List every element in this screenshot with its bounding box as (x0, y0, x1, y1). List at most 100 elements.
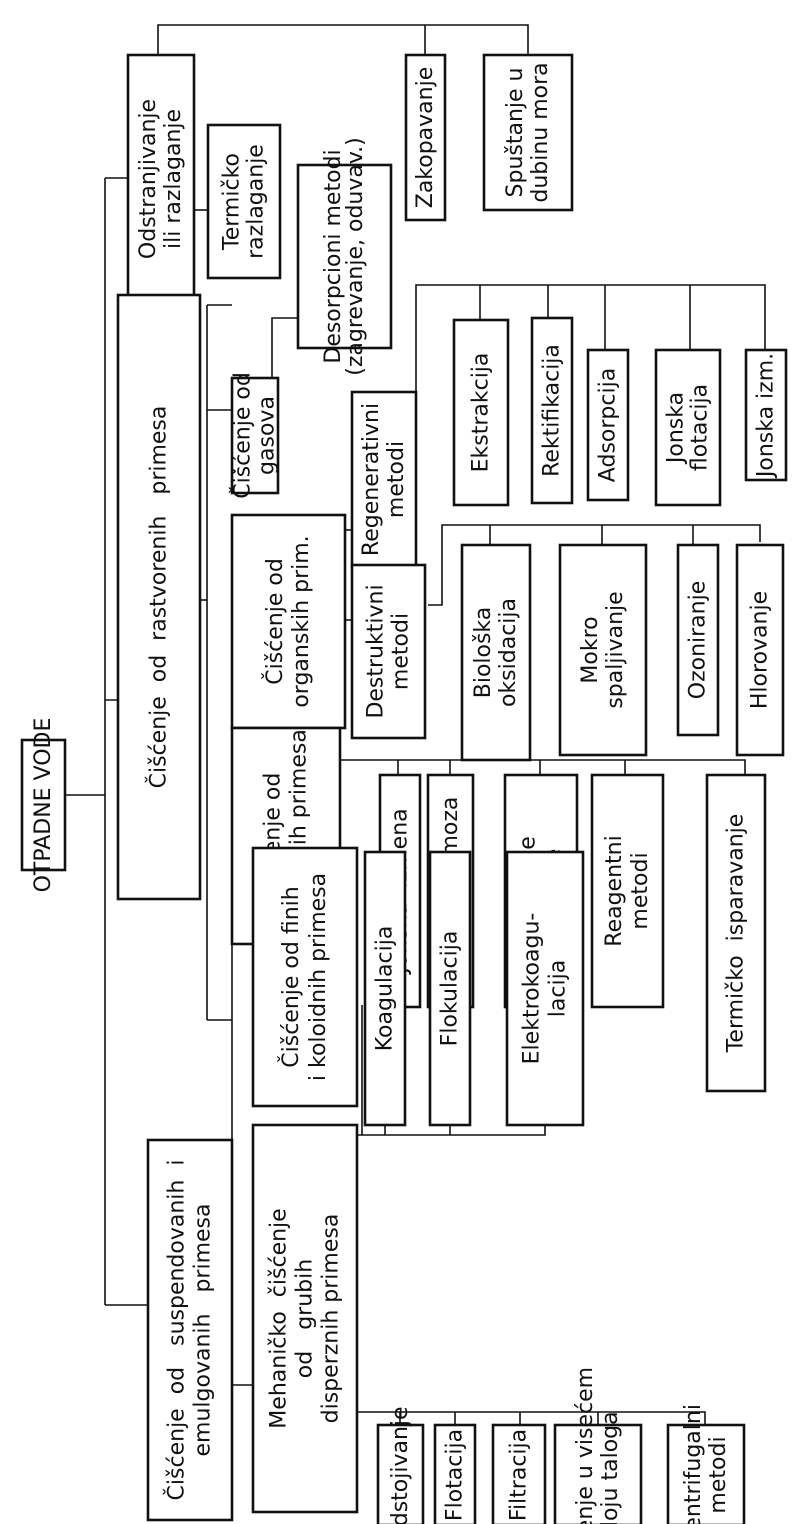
node-box (428, 850, 472, 1127)
node-label: Čišćenje od rastvorenih primesa (146, 406, 172, 789)
node-label: disperznih primesa (319, 1214, 344, 1424)
node-box (654, 348, 722, 507)
node-box (363, 850, 407, 1127)
node-label: Rektifikacija (540, 344, 565, 477)
node-label: emulgovanih primesa (191, 1204, 216, 1457)
node-label: Čišćenje od (230, 372, 256, 499)
node-label: Spuštanje u (503, 68, 528, 198)
node-box (505, 850, 585, 1127)
node-ozonation: Ozoniranje (676, 543, 720, 737)
node-label: metodi (706, 1436, 731, 1513)
node-label: od grubih (293, 1259, 318, 1378)
node-label: Biološka (471, 607, 496, 699)
node-adsorption: Adsorpcija (586, 348, 630, 502)
node-box (433, 1423, 477, 1524)
node-label: Jonska izm. (754, 353, 779, 479)
node-box (558, 543, 648, 757)
node-label: Centrifugalni (681, 1404, 706, 1524)
node-label: Desorpcioni metodi (321, 149, 346, 363)
node-label: metodi (389, 613, 414, 690)
node-box (146, 1138, 234, 1522)
node-label: Odstranjivanje (136, 99, 161, 259)
node-box (404, 53, 447, 222)
node-label: Flokulacija (438, 931, 463, 1047)
node-label: Zakopavanje (413, 67, 438, 209)
node-label: Elektrokoagu- (520, 913, 545, 1065)
node-label: Čišćenje od suspendovanih i (164, 1160, 190, 1501)
node-label: Adsorpcija (596, 368, 621, 482)
node-label: Mokro (578, 616, 603, 683)
node-box (491, 1423, 547, 1524)
node-burial: Zakopavanje (404, 53, 447, 222)
node-filtration: Filtracija (491, 1423, 547, 1524)
node-thermal-evap: Termičko isparavanje (705, 773, 767, 1093)
node-box (251, 1123, 359, 1514)
node-label: Ekstrakcija (469, 353, 494, 473)
node-label: Termičko (220, 153, 245, 251)
node-label: sloju taloga (598, 1411, 623, 1524)
node-label: Destruktivni (364, 584, 389, 718)
node-label: ili razlaganje (161, 109, 186, 249)
node-box (376, 1423, 425, 1524)
node-flotation: Flotacija (433, 1423, 477, 1524)
node-box (590, 773, 665, 1009)
node-box (230, 376, 280, 495)
node-label: Reagentni (602, 835, 627, 946)
node-label: flotacija (688, 384, 713, 471)
node-label: (zagrevanje, oduvav.) (343, 137, 368, 376)
node-coagulation: Koagulacija (363, 850, 407, 1127)
node-label: metodi (628, 852, 653, 929)
node-label: Hlorovanje (748, 591, 773, 709)
node-label: Bistrenje u visećem (573, 1367, 598, 1524)
node-dissolved: Čišćenje od rastvorenih primesa (116, 293, 202, 901)
node-box (530, 316, 574, 505)
node-straining: Odstojivanje (376, 1406, 425, 1524)
node-chlorination: Hlorovanje (735, 543, 785, 757)
node-extraction: Ekstrakcija (452, 318, 510, 507)
node-label: Regenerativni (359, 403, 384, 556)
node-box (705, 773, 767, 1093)
node-rectification: Rektifikacija (530, 316, 574, 505)
node-box (452, 318, 510, 507)
node-label: razlaganje (244, 144, 269, 259)
node-box (553, 1423, 643, 1524)
node-electrocoag: Elektrokoagu-lacija (505, 850, 585, 1127)
node-label: gasova (255, 396, 280, 475)
node-box (666, 1423, 746, 1524)
node-label: i koloidnih primesa (306, 873, 331, 1081)
node-label: Ozoniranje (686, 581, 711, 700)
node-box (126, 53, 196, 305)
node-label: Flotacija (443, 1429, 468, 1521)
node-label: lacija (546, 960, 571, 1017)
node-root: OTPADNE VODE (20, 718, 67, 892)
node-box (206, 123, 282, 280)
node-label: dubinu mora (528, 62, 553, 202)
node-box (350, 390, 418, 569)
node-label: Jonska (664, 392, 689, 465)
node-desorption: Desorpcioni metodi(zagrevanje, oduvav.) (296, 137, 393, 376)
node-label: Čišćenje od finih (278, 886, 304, 1067)
node-box (735, 543, 785, 757)
node-box (296, 163, 393, 350)
node-box (460, 543, 532, 762)
node-flocculation: Flokulacija (428, 850, 472, 1127)
node-box (586, 348, 630, 502)
node-label: organskih prim. (289, 535, 314, 707)
node-box (744, 348, 788, 482)
node-ion-exchange-org: Jonska izm. (744, 348, 788, 482)
node-box (116, 293, 202, 901)
